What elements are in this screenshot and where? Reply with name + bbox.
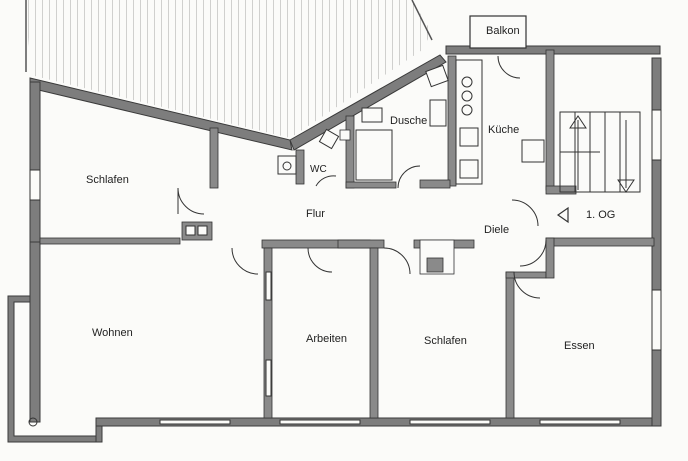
small-fixtures: [185, 225, 208, 236]
floor-label: 1. OG: [586, 209, 616, 221]
room-label-schlafen-bottom: Schlafen: [424, 335, 467, 347]
balcony-drain-icon: [28, 417, 38, 427]
window-markers: [29, 109, 662, 425]
room-label-dusche: Dusche: [390, 115, 428, 127]
room-label-schlafen-top: Schlafen: [86, 174, 129, 186]
door-swings: [177, 55, 547, 299]
terrace-area: [25, 0, 433, 138]
bathroom-fixtures: [277, 107, 393, 181]
room-label-flur: Flur: [306, 208, 325, 220]
kitchen-fixtures: [425, 59, 545, 185]
room-label-arbeiten: Arbeiten: [306, 333, 347, 345]
room-label-balkon: Balkon: [486, 25, 520, 37]
interior-walls: [39, 49, 655, 419]
staircase: [559, 111, 641, 193]
floor-arrow-icon: [556, 206, 569, 224]
exterior-walls: [7, 15, 662, 443]
room-label-wc: WC: [310, 164, 327, 175]
room-label-essen: Essen: [564, 340, 595, 352]
room-label-wohnen: Wohnen: [92, 327, 133, 339]
room-label-diele: Diele: [484, 224, 510, 236]
room-label-kueche: Küche: [488, 124, 520, 136]
